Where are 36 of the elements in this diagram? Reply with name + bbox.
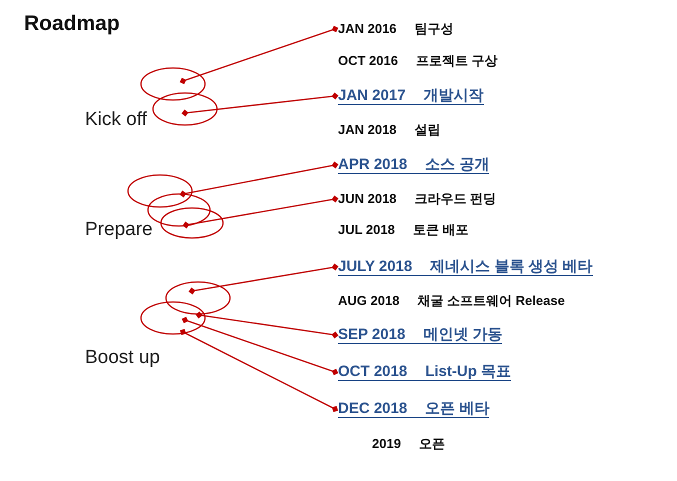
event-text: 오픈 <box>418 436 445 452</box>
diagram-title: Roadmap <box>24 11 120 36</box>
timeline-link: OCT 2018 List-Up 목표 <box>338 363 512 381</box>
phase-label: Boost up <box>85 347 160 369</box>
timeline-link: DEC 2018 오픈 베타 <box>338 400 490 418</box>
timeline-link: APR 2018 소스 공개 <box>338 156 490 174</box>
connector-line <box>180 162 338 198</box>
date-text: AUG 2018 <box>338 293 400 309</box>
timeline-entry: JAN 2016 팀구성 <box>338 21 454 37</box>
timeline-entry: JUN 2018 크라우드 펀딩 <box>338 191 496 207</box>
timeline-link: SEP 2018 메인넷 가동 <box>338 326 502 344</box>
connector-line <box>188 264 338 294</box>
ellipse <box>165 281 231 315</box>
connector-line <box>196 312 338 338</box>
date-text: 2019 <box>372 436 401 452</box>
ellipse <box>160 207 224 239</box>
ellipse <box>140 67 206 101</box>
event-text: 프로젝트 구상 <box>416 53 498 69</box>
connector-line <box>180 26 338 84</box>
ellipse <box>140 301 206 335</box>
date-text: OCT 2016 <box>338 53 398 69</box>
connector-line <box>182 196 338 228</box>
connector-line <box>180 328 338 412</box>
phase-label: Kick off <box>85 109 147 131</box>
ellipse <box>152 92 218 126</box>
event-text: 토큰 배포 <box>412 222 468 238</box>
connector-line <box>182 316 338 376</box>
event-text: 설립 <box>414 122 441 138</box>
timeline-link: JAN 2017 개발시작 <box>338 87 484 105</box>
date-text: JUL 2018 <box>338 222 395 238</box>
event-text: 채굴 소프트웨어 Release <box>417 293 565 309</box>
phase-label: Prepare <box>85 219 153 241</box>
timeline-link: JULY 2018 제네시스 블록 생성 베타 <box>338 258 593 276</box>
date-text: JAN 2018 <box>338 122 397 138</box>
connector-line <box>182 92 338 116</box>
ellipse <box>127 174 193 208</box>
